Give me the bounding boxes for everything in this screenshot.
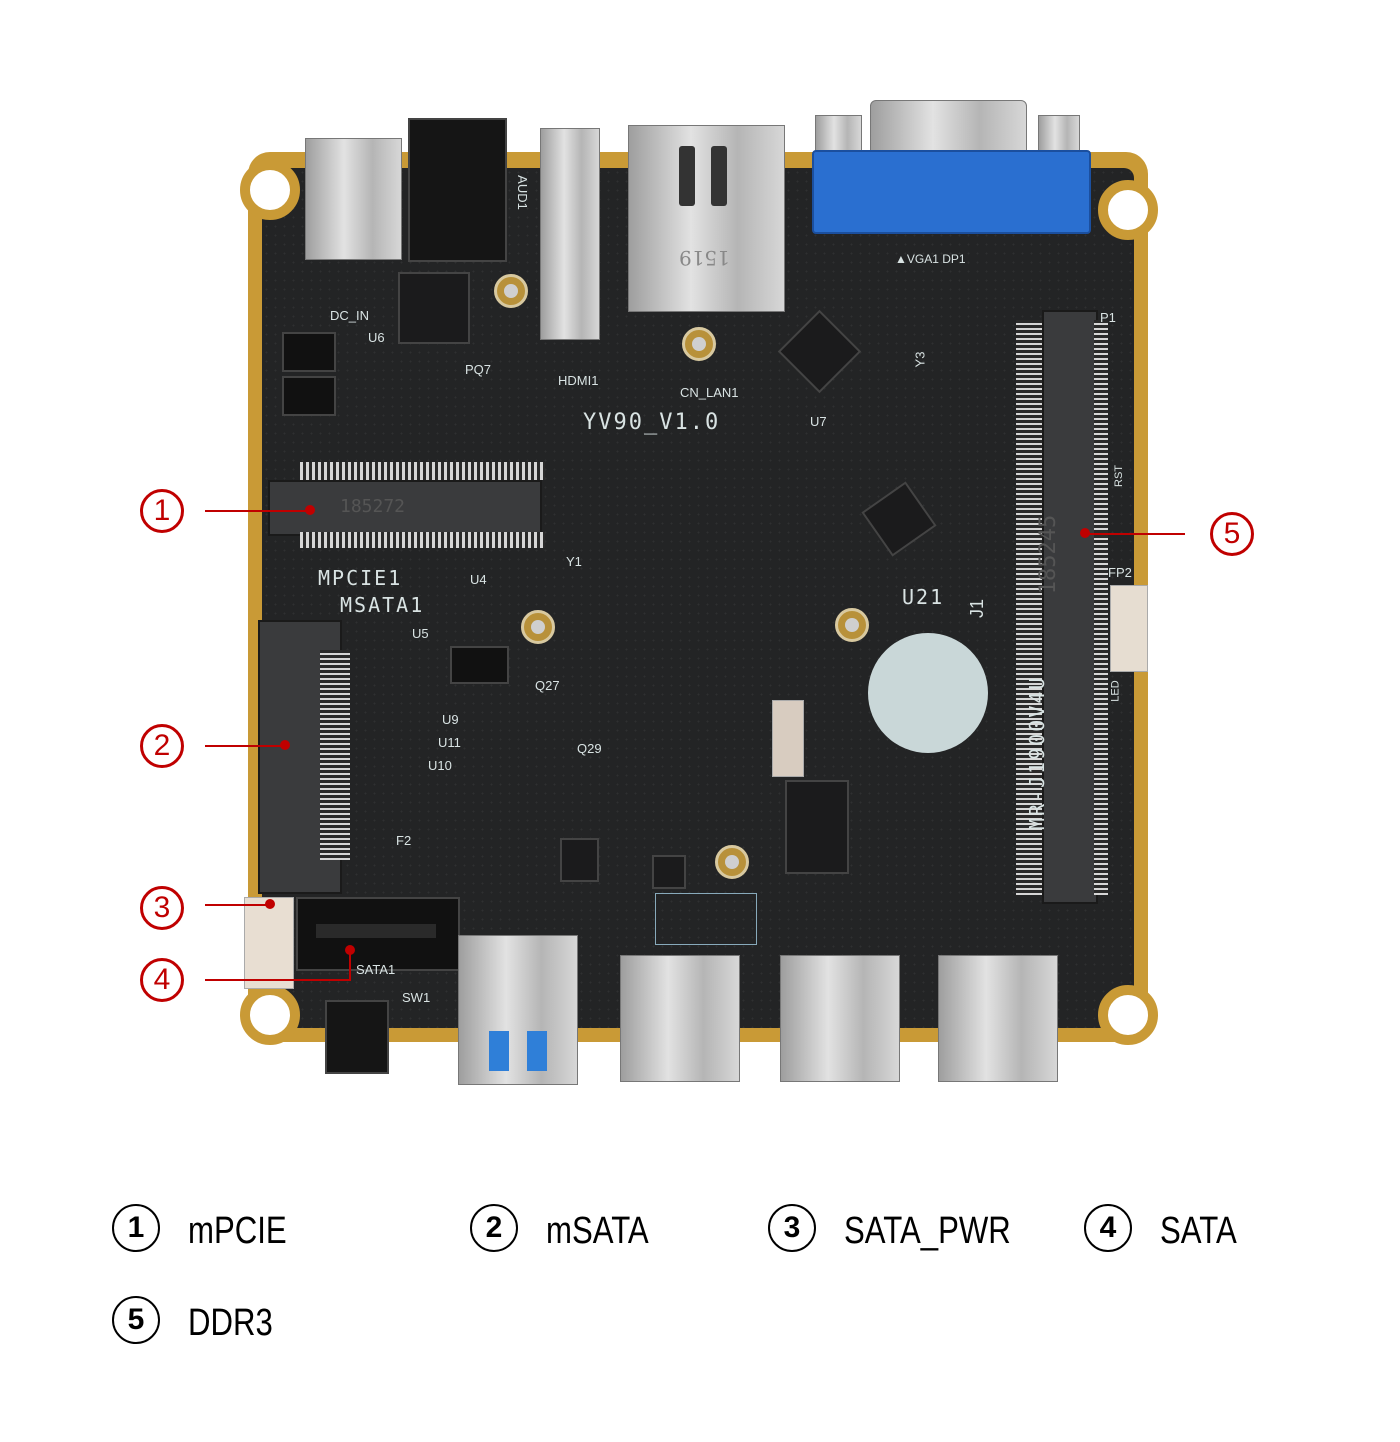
- legend-4-label: SATA: [1160, 1210, 1237, 1252]
- callout-1-dot: [305, 505, 315, 515]
- capacitor: [450, 646, 509, 684]
- screw: [835, 608, 869, 642]
- rst-label: RST: [1113, 465, 1125, 487]
- y1-label: Y1: [566, 554, 582, 569]
- y3-label: Y3: [912, 351, 928, 368]
- connector-code: 185272: [340, 496, 406, 517]
- lan-label: CN_LAN1: [680, 385, 739, 400]
- connector-code: 185245: [1036, 514, 1062, 595]
- usb2-port: [938, 955, 1058, 1082]
- sata-power-header: [244, 897, 294, 989]
- mpcie-label: MPCIE1: [318, 566, 403, 590]
- u11-label: U11: [438, 735, 461, 750]
- lan-code: 1519: [679, 246, 730, 270]
- callout-1: 1: [140, 489, 184, 533]
- chip-u6: [398, 272, 470, 344]
- mpcie-pins-bottom: [300, 532, 545, 548]
- usb3-port: [458, 935, 578, 1085]
- q27-label: Q27: [535, 678, 560, 693]
- legend-5-label: DDR3: [188, 1302, 273, 1344]
- screw: [715, 845, 749, 879]
- callout-3-line: [205, 904, 270, 906]
- hdmi-port: [540, 128, 600, 340]
- chip: [560, 838, 599, 882]
- aud-label: AUD1: [514, 175, 530, 210]
- u21-label: U21: [902, 585, 945, 609]
- power-switch: [325, 1000, 389, 1074]
- msata-pins: [320, 650, 350, 860]
- part-number-label: MR-J1900V4U: [1025, 675, 1049, 830]
- f2-label: F2: [396, 833, 412, 848]
- legend-3-label: SATA_PWR: [844, 1210, 1011, 1252]
- mpcie-pins-top: [300, 462, 545, 480]
- hdmi-label: HDMI1: [558, 373, 599, 388]
- callout-2-line: [205, 745, 285, 747]
- q29-label: Q29: [577, 741, 602, 756]
- callout-5-dot: [1080, 528, 1090, 538]
- dc-in-label: DC_IN: [330, 308, 370, 323]
- legend-1-number: 1: [112, 1204, 160, 1252]
- mounting-hole: [240, 160, 300, 220]
- callout-1-line: [205, 510, 310, 512]
- u6-label: U6: [368, 330, 385, 345]
- legend-3-number: 3: [768, 1204, 816, 1252]
- audio-jack: [408, 118, 507, 262]
- mounting-hole: [240, 985, 300, 1045]
- cmos-battery: [868, 633, 988, 753]
- board-model-label: YV90_V1.0: [583, 410, 721, 435]
- msata-label: MSATA1: [340, 593, 425, 617]
- usb2-port: [620, 955, 740, 1082]
- callout-2: 2: [140, 724, 184, 768]
- sata-label: SATA1: [356, 962, 396, 977]
- ddr3-slot: 185245: [1036, 310, 1098, 904]
- ddr3-pins-left: [1016, 320, 1042, 895]
- mounting-hole: [1098, 180, 1158, 240]
- callout-4-line: [205, 979, 350, 981]
- legend-4-number: 4: [1084, 1204, 1132, 1252]
- capacitor: [282, 376, 336, 416]
- mounting-hole: [1098, 985, 1158, 1045]
- u7-label: U7: [810, 414, 827, 429]
- lan-port: 1519: [628, 125, 785, 312]
- callout-3: 3: [140, 886, 184, 930]
- pq7-label: PQ7: [465, 362, 492, 377]
- ddr3-pins-right: [1094, 320, 1108, 895]
- mpcie-slot: 185272: [268, 480, 542, 536]
- callout-5: 5: [1210, 512, 1254, 556]
- u9-label: U9: [442, 712, 459, 727]
- capacitor: [282, 332, 336, 372]
- sw1-label: SW1: [402, 990, 431, 1005]
- screw: [682, 327, 716, 361]
- legend-5-number: 5: [112, 1296, 160, 1344]
- u4-label: U4: [470, 572, 487, 587]
- led-label: LED: [1109, 680, 1122, 702]
- screw: [494, 274, 528, 308]
- fp2-label: FP2: [1108, 565, 1132, 580]
- chip: [652, 855, 686, 889]
- p1-label: P1: [1100, 310, 1116, 325]
- legend-2-label: mSATA: [546, 1210, 649, 1252]
- rtc-header: [772, 700, 804, 777]
- callout-5-line: [1085, 533, 1185, 535]
- j1-label: J1: [967, 598, 988, 619]
- sata-port: [296, 897, 460, 971]
- u5-label: U5: [412, 626, 429, 641]
- callout-3-dot: [265, 899, 275, 909]
- screw: [521, 610, 555, 644]
- callout-2-dot: [280, 740, 290, 750]
- callout-4: 4: [140, 958, 184, 1002]
- vga-port: [812, 150, 1091, 234]
- chip: [785, 780, 849, 874]
- dc-power-jack: [305, 138, 402, 260]
- fp2-header: [1110, 585, 1148, 672]
- legend-1-label: mPCIE: [188, 1210, 287, 1252]
- callout-4-dot: [345, 945, 355, 955]
- vga-label: ▲VGA1 DP1: [895, 252, 966, 266]
- legend-2-number: 2: [470, 1204, 518, 1252]
- callout-4-line-vertical: [349, 950, 351, 981]
- u10-label: U10: [428, 758, 452, 773]
- usb2-port: [780, 955, 900, 1082]
- usb-header: [655, 893, 757, 945]
